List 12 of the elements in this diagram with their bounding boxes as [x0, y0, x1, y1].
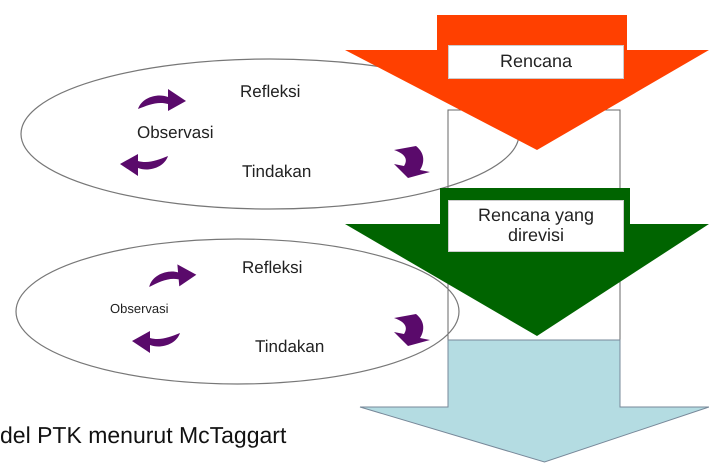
- stage-label: Observasi: [137, 124, 214, 143]
- stage-label: Tindakan: [242, 163, 312, 182]
- stage-label: Tindakan: [255, 338, 324, 357]
- stage-label: Refleksi: [240, 83, 300, 102]
- arrow-label: Rencana yang direvisi: [448, 200, 624, 252]
- stage-label: Refleksi: [242, 259, 302, 278]
- stage-label: Observasi: [110, 302, 169, 316]
- block-arrow-shape: [360, 340, 709, 462]
- arrow-label: Rencana: [448, 45, 624, 79]
- block-arrow-shape: [345, 15, 709, 150]
- block-arrow-shape: [345, 188, 709, 336]
- caption: del PTK menurut McTaggart: [0, 422, 286, 449]
